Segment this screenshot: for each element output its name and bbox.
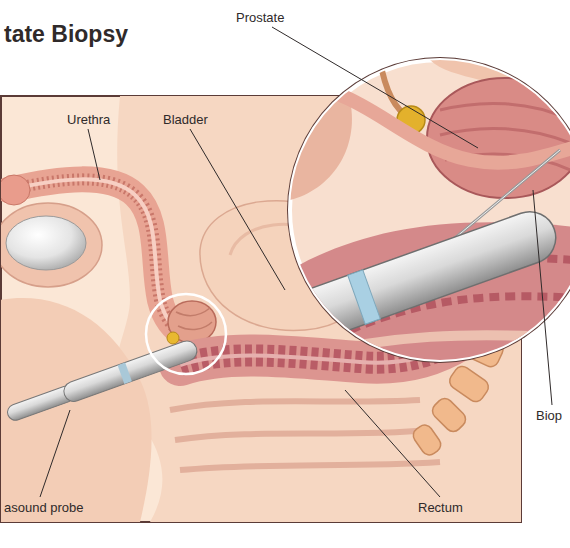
thigh-tissue <box>1 298 152 522</box>
prostate <box>168 301 216 343</box>
vertebra <box>429 395 469 435</box>
ultrasound-probe <box>5 338 200 424</box>
vertebra <box>410 422 444 458</box>
leader-line <box>345 390 440 497</box>
part-label: Prostate <box>236 10 284 26</box>
probe-band-detail <box>348 270 381 324</box>
prostate-detail <box>427 78 570 198</box>
leader-line <box>88 129 100 180</box>
probe-band <box>118 362 132 384</box>
part-label: asound probe <box>4 500 84 516</box>
leader-line <box>40 410 70 497</box>
scrotum <box>1 203 102 287</box>
muscle-detail <box>290 335 570 360</box>
vertebra <box>447 363 492 404</box>
testis <box>6 216 86 270</box>
tissue-detail <box>290 100 352 200</box>
urethra-detail <box>340 95 570 163</box>
part-label: Rectum <box>418 500 463 516</box>
urethra-ridges <box>8 179 185 335</box>
glans <box>1 175 30 205</box>
leader-line <box>272 27 478 148</box>
part-label: Bladder <box>163 112 208 128</box>
urethra <box>8 179 185 335</box>
zoom-marker <box>146 294 226 374</box>
leader-line <box>533 190 552 405</box>
muscle-layers <box>170 400 440 470</box>
seminal-vesicle <box>167 332 179 344</box>
diagram-title: tate Biopsy <box>4 20 128 48</box>
leader-line <box>190 129 285 290</box>
probe-shaft-detail <box>235 205 563 365</box>
probe-detail <box>235 205 563 365</box>
part-label: Urethra <box>67 112 110 128</box>
prostate-lobes <box>176 308 212 329</box>
part-label: Biop <box>536 408 562 424</box>
probe-shaft <box>61 338 200 404</box>
penis-shaft <box>8 179 185 335</box>
zoom-detail <box>235 60 570 380</box>
leader-lines <box>40 27 552 497</box>
